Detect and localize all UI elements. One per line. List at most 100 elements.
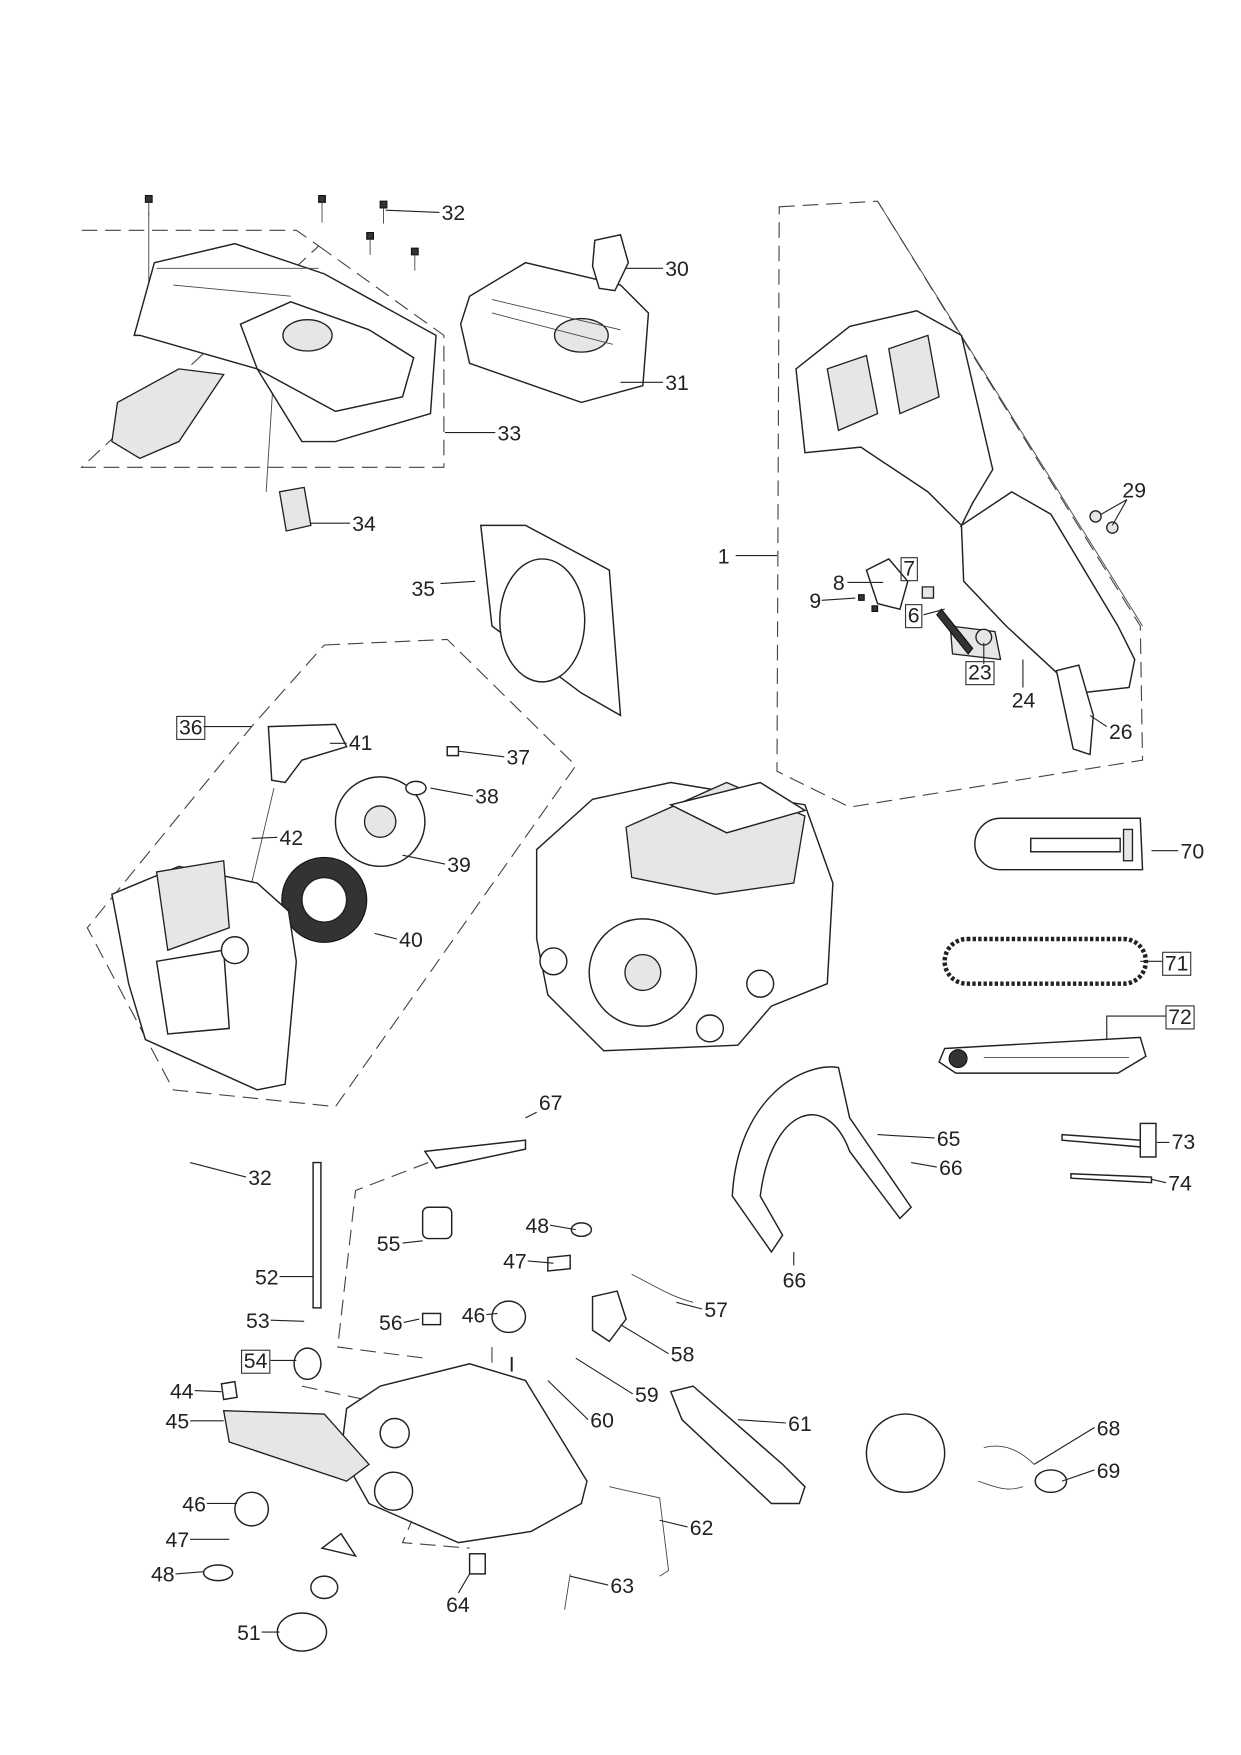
part-throttle-block (278, 486, 312, 532)
callout-24: 24 (1012, 690, 1036, 713)
leader-line (385, 209, 440, 213)
callout-box (240, 1349, 271, 1374)
leader-line (923, 608, 945, 616)
leader-line (270, 1319, 305, 1322)
callout-38: 38 (475, 786, 499, 809)
callout-54: 54 (244, 1350, 268, 1373)
callout-73: 73 (1172, 1131, 1196, 1154)
leader-line (1089, 714, 1108, 728)
callout-70: 70 (1181, 840, 1205, 863)
part-top-cover (111, 242, 437, 460)
callout-40: 40 (399, 929, 423, 952)
callout-30: 30 (665, 258, 689, 281)
leader-line (570, 1575, 609, 1586)
callout-69: 69 (1097, 1460, 1121, 1483)
leader-line (737, 1419, 786, 1424)
callout-65: 65 (937, 1128, 961, 1151)
callout-58: 58 (671, 1344, 695, 1367)
callout-45: 45 (166, 1411, 190, 1434)
callout-labels: 3230313334351297896232426364137384239407… (151, 202, 1204, 1645)
callout-8: 8 (833, 572, 845, 595)
leader-line (457, 1573, 471, 1594)
leader-line (1100, 499, 1128, 526)
callout-26: 26 (1109, 721, 1133, 744)
part-front-handle (731, 1066, 913, 1254)
callout-39: 39 (447, 854, 471, 877)
callout-57: 57 (704, 1299, 728, 1322)
leader-line (676, 1301, 703, 1310)
callout-31: 31 (665, 372, 689, 395)
callout-46: 46 (182, 1493, 206, 1516)
leader-line (659, 1519, 688, 1528)
part-bar-chain (938, 817, 1149, 1074)
leader-line (1061, 1469, 1095, 1482)
callout-41: 41 (349, 732, 373, 755)
callout-box (176, 715, 206, 740)
callout-1: 1 (718, 545, 730, 568)
leader-line (877, 1134, 935, 1139)
callout-34: 34 (352, 513, 376, 536)
leader-line (575, 1357, 634, 1395)
callout-62: 62 (690, 1517, 714, 1540)
callout-66: 66 (939, 1157, 963, 1180)
callout-48: 48 (525, 1215, 549, 1238)
callout-61: 61 (788, 1413, 812, 1436)
leader-line (527, 1260, 554, 1264)
callout-I: I (509, 1354, 515, 1377)
callout-72: 72 (1168, 1006, 1192, 1029)
callout-9: 9 (809, 590, 821, 613)
callout-47: 47 (503, 1251, 527, 1274)
callout-37: 37 (506, 747, 530, 770)
leader-line (1106, 1015, 1167, 1040)
callout-box (1162, 951, 1192, 976)
callout-67: 67 (539, 1092, 563, 1115)
leader-line (403, 1318, 420, 1323)
callout-74: 74 (1168, 1172, 1192, 1195)
callout-63: 63 (610, 1575, 634, 1598)
leader-line (251, 836, 278, 839)
leader-line (189, 1162, 247, 1178)
leader-line (821, 597, 856, 601)
leader-line (486, 1312, 498, 1316)
callout-6: 6 (908, 605, 920, 628)
leader-line (620, 1324, 669, 1355)
callout-7: 7 (903, 558, 915, 581)
leader-line (458, 750, 505, 758)
leader-line (525, 1111, 537, 1119)
callout-68: 68 (1097, 1417, 1121, 1440)
callout-47: 47 (166, 1529, 190, 1552)
callout-36: 36 (179, 716, 203, 739)
callout-box (900, 557, 918, 582)
leader-line (547, 1380, 589, 1421)
callout-23: 23 (968, 662, 992, 685)
callout-60: 60 (590, 1409, 614, 1432)
leader-line (1033, 1426, 1095, 1465)
callout-46: 46 (462, 1304, 486, 1327)
callout-42: 42 (280, 827, 304, 850)
callout-box (904, 604, 923, 629)
callout-56: 56 (379, 1312, 403, 1335)
part-engine-crankcase (535, 781, 834, 1052)
callout-53: 53 (246, 1310, 270, 1333)
callout-box (965, 661, 995, 686)
callout-32: 32 (248, 1167, 272, 1190)
part-starter-housing (111, 723, 460, 1091)
leader-line (374, 932, 398, 940)
callout-32: 32 (442, 202, 466, 225)
part-detail-circle (865, 1413, 1068, 1494)
part-fan-shroud (479, 524, 622, 717)
part-chain-brake-cover (795, 309, 1136, 756)
callout-55: 55 (377, 1233, 401, 1256)
callout-44: 44 (170, 1380, 194, 1403)
leader-line (402, 1240, 423, 1244)
callout-52: 52 (255, 1266, 279, 1289)
callout-66: 66 (783, 1270, 807, 1293)
leader-line (1151, 1178, 1167, 1184)
part-screws (144, 195, 419, 271)
leader-line (440, 580, 476, 585)
callout-51: 51 (237, 1622, 261, 1645)
part-rear-handle-tank (202, 1139, 806, 1652)
leader-line (911, 1161, 937, 1168)
